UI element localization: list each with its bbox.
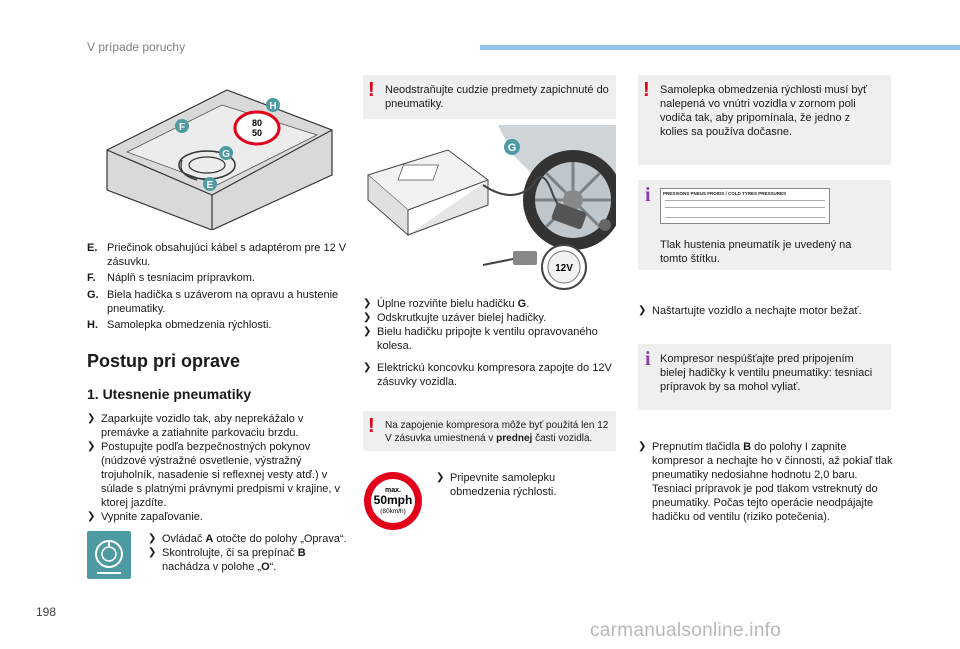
list-item: ❯Pripevnite samolepku obmedzenia rýchlos… <box>436 472 557 498</box>
callout-g: G <box>222 149 230 160</box>
compressor-wheel-illustration: 12V G <box>363 125 616 290</box>
list-item: ❯Bielu hadičku pripojte k ventilu opravo… <box>363 326 598 352</box>
col3-bullet-switch: ❯Prepnutím tlačidla B do polohy I zapnit… <box>638 440 898 524</box>
warning-icon: ! <box>368 79 375 101</box>
dial-bullet-list: ❯Ovládač A otočte do polohy „Oprava“. ❯S… <box>148 532 348 574</box>
col3-bullet-engine: ❯Naštartujte vozidlo a nechajte motor be… <box>638 304 898 318</box>
header-accent-bar <box>480 45 960 50</box>
definition-e: E. Priečinok obsahujúci kábel s adaptéro… <box>87 242 347 268</box>
list-item: ❯Prepnutím tlačidla B do polohy I zapnit… <box>638 441 893 523</box>
sticker-top: max. <box>385 487 401 494</box>
info-icon: i <box>645 184 651 206</box>
list-item: ❯Ovládač A otočte do polohy „Oprava“. <box>148 533 347 545</box>
callout-f: F <box>179 122 185 133</box>
list-item: ❯Vypnite zapaľovanie. <box>87 511 203 523</box>
sign-bottom-value: 50 <box>252 128 262 138</box>
subheading: 1. Utesnenie pneumatiky <box>87 386 252 402</box>
watermark: carmanualsonline.info <box>590 620 782 641</box>
warning-icon: ! <box>643 79 650 101</box>
list-item: ❯Odskrutkujte uzáver bielej hadičky. <box>363 312 547 324</box>
section-heading: Postup pri oprave <box>87 351 241 371</box>
warning-note-socket: ! Na zapojenie kompresora môže byť použi… <box>363 411 616 451</box>
dial-icon <box>87 531 131 579</box>
col1-bullet-list: ❯Zaparkujte vozidlo tak, aby neprekážalo… <box>87 412 352 524</box>
warning-note-sticker: ! Samolepka obmedzenia rýchlosti musí by… <box>638 75 891 165</box>
sticker-bullet: ❯Pripevnite samolepku obmedzenia rýchlos… <box>436 471 616 499</box>
list-item: ❯Postupujte podľa bezpečnostných pokynov… <box>87 441 341 509</box>
callout-g-2: G <box>508 142 517 154</box>
warning-note-foreign-objects: ! Neodstraňujte cudzie predmety zapichnu… <box>363 75 616 119</box>
sticker-bot: (80km/h) <box>380 508 406 515</box>
speed-limit-sticker: max. 50mph (80km/h) <box>364 472 422 530</box>
repair-kit-illustration: 80 50 H F G E <box>106 89 333 230</box>
warning-icon: ! <box>368 415 375 437</box>
list-item: ❯Elektrickú koncovku kompresora zapojte … <box>363 362 612 388</box>
section-title: V prípade poruchy <box>87 40 186 54</box>
callout-h: H <box>269 101 276 112</box>
col2-bullet-list: ❯Úplne rozviňte bielu hadičku G. ❯Odskru… <box>363 297 618 353</box>
list-item: ❯Skontrolujte, či sa prepínač B nachádza… <box>148 547 306 573</box>
sign-top-value: 80 <box>252 118 262 128</box>
definition-g: G. Biela hadička s uzáverom na opravu a … <box>87 289 339 315</box>
callout-e: E <box>207 180 214 191</box>
tyre-pressure-label: PRESSIONS PNEUS FROIDS / COLD TYRES PRES… <box>660 188 830 224</box>
info-icon: i <box>645 348 651 370</box>
info-note-label: i PRESSIONS PNEUS FROIDS / COLD TYRES PR… <box>638 180 891 270</box>
definition-h: H. Samolepka obmedzenia rýchlosti. <box>87 319 272 331</box>
info-note-compressor: i Kompresor nespúšťajte pred pripojením … <box>638 344 891 410</box>
list-item: ❯Úplne rozviňte bielu hadičku G. <box>363 298 530 310</box>
definition-f: F. Náplň s tesniacim prípravkom. <box>87 272 255 284</box>
list-item: ❯Zaparkujte vozidlo tak, aby neprekážalo… <box>87 413 304 439</box>
plug-label: 12V <box>555 263 573 274</box>
col2-bullet-socket: ❯Elektrickú koncovku kompresora zapojte … <box>363 361 618 389</box>
page-number: 198 <box>36 605 57 619</box>
list-item: ❯Naštartujte vozidlo a nechajte motor be… <box>638 305 862 317</box>
sticker-mid: 50mph <box>374 493 413 507</box>
